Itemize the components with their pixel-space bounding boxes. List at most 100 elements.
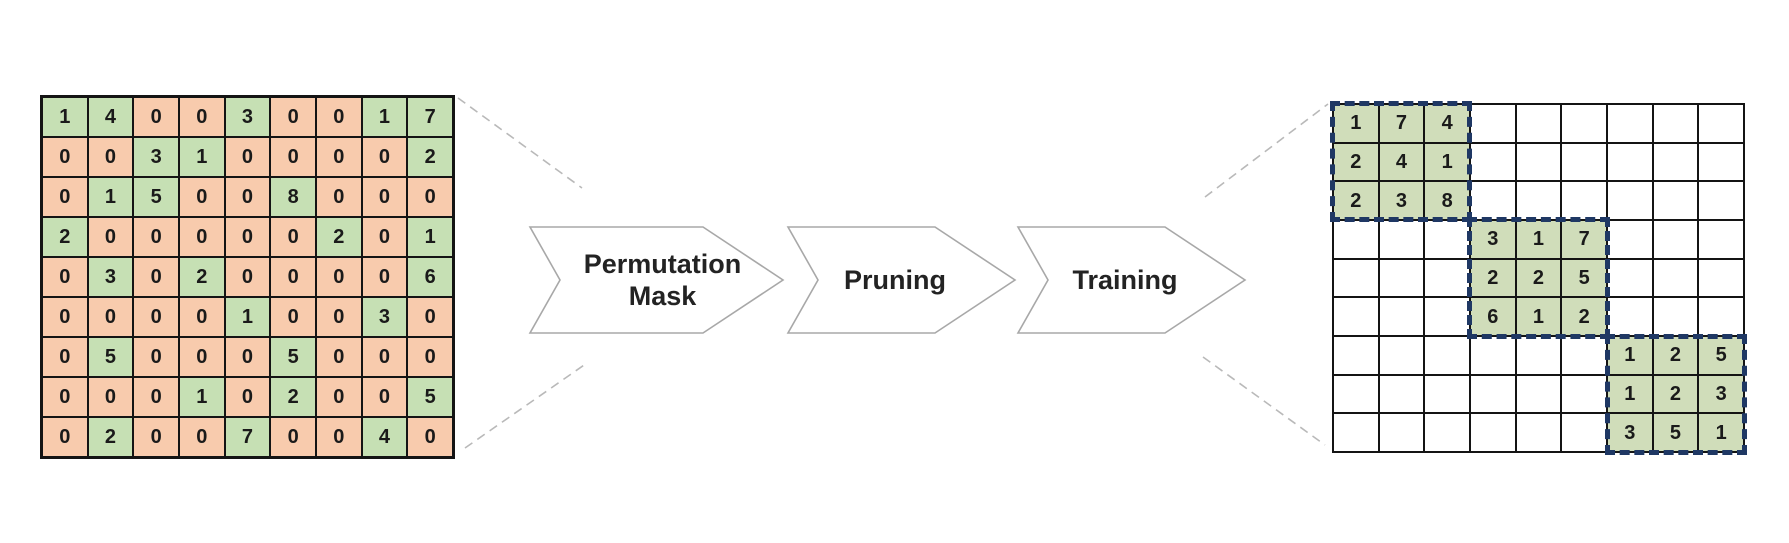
sparse-matrix-cell: 2: [1652, 374, 1699, 414]
dense-matrix-cell: 5: [407, 377, 453, 417]
sparse-matrix-cell: [1515, 336, 1562, 375]
dense-matrix-cell: 5: [270, 337, 316, 377]
dense-matrix-cell: 0: [42, 137, 88, 177]
sparse-matrix-cell: [1515, 413, 1562, 452]
dense-matrix-cell: 2: [316, 217, 362, 257]
sparse-matrix-cell: [1470, 374, 1516, 414]
dense-matrix-cell: 2: [87, 417, 134, 457]
sparse-matrix-cell: 5: [1652, 413, 1699, 452]
sparse-matrix-cell: [1698, 297, 1744, 336]
dense-matrix-cell: 0: [407, 177, 453, 217]
dense-matrix-cell: 1: [87, 177, 134, 217]
dense-matrix-cell: 2: [407, 137, 453, 177]
dense-matrix-cell: 1: [179, 377, 225, 417]
dense-matrix-cell: 0: [224, 377, 271, 417]
sparse-matrix-cell: [1515, 374, 1562, 414]
sparse-matrix-cell: [1333, 220, 1379, 259]
dense-matrix-cell: 4: [361, 417, 408, 457]
dense-matrix-cell: 0: [133, 337, 179, 377]
dense-matrix-cell: 0: [224, 217, 271, 257]
sparse-matrix-cell: 2: [1470, 258, 1516, 298]
sparse-matrix-cell: 2: [1333, 181, 1379, 220]
dense-matrix-cell: 2: [179, 257, 225, 297]
dense-matrix-cell: 0: [179, 417, 225, 457]
dense-matrix-cell: 0: [224, 337, 271, 377]
sparse-matrix-cell: [1515, 181, 1562, 220]
dense-matrix-cell: 0: [133, 297, 179, 337]
dense-matrix-cell: 3: [361, 297, 408, 337]
sparse-matrix-cell: [1333, 413, 1379, 452]
dense-matrix-cell: 1: [407, 217, 453, 257]
process-arrow-pruning: [786, 226, 1017, 334]
sparse-matrix-cell: [1698, 142, 1744, 182]
sparse-matrix-cell: 1: [1698, 413, 1744, 452]
process-arrow-permutation-mask: [528, 226, 785, 334]
dense-matrix-cell: 5: [133, 177, 179, 217]
dense-matrix-cell: 0: [133, 217, 179, 257]
dense-matrix-cell: 3: [224, 97, 271, 137]
sparse-matrix-cell: 1: [1515, 297, 1562, 336]
dense-matrix-cell: 0: [42, 257, 88, 297]
sparse-matrix-cell: [1424, 413, 1470, 452]
dense-matrix-cell: 0: [87, 217, 134, 257]
dense-matrix-cell: 5: [87, 337, 134, 377]
sparse-matrix-cell: [1698, 181, 1744, 220]
sparse-matrix-cell: 3: [1378, 181, 1425, 220]
sparse-matrix-cell: [1378, 336, 1425, 375]
dense-matrix-cell: 6: [407, 257, 453, 297]
sparse-matrix-cell: [1607, 181, 1653, 220]
dense-matrix-cell: 2: [270, 377, 316, 417]
dense-matrix-cell: 0: [179, 177, 225, 217]
dense-matrix-cell: 4: [87, 97, 134, 137]
sparse-matrix-cell: [1698, 104, 1744, 143]
sparse-matrix-cell: [1652, 220, 1699, 259]
sparse-matrix-cell: [1652, 258, 1699, 298]
dense-matrix-cell: 0: [179, 217, 225, 257]
sparse-matrix-cell: [1424, 297, 1470, 336]
sparse-matrix-cell: [1607, 220, 1653, 259]
connector-line-bottom-left: [464, 362, 588, 449]
sparse-matrix-cell: 4: [1378, 142, 1425, 182]
sparse-matrix-cell: [1607, 142, 1653, 182]
sparse-matrix-cell: [1607, 297, 1653, 336]
sparse-matrix-cell: [1378, 297, 1425, 336]
dense-matrix-cell: 0: [316, 137, 362, 177]
dense-matrix-cell: 0: [87, 137, 134, 177]
process-arrow-training: [1016, 226, 1247, 334]
dense-matrix-cell: 0: [361, 377, 408, 417]
sparse-matrix-cell: 8: [1424, 181, 1470, 220]
sparse-matrix-cell: [1561, 413, 1607, 452]
dense-matrix-cell: 0: [224, 137, 271, 177]
sparse-matrix-cell: [1470, 413, 1516, 452]
dense-matrix-cell: 0: [316, 417, 362, 457]
sparse-matrix-cell: [1333, 258, 1379, 298]
sparse-matrix-cell: 1: [1424, 142, 1470, 182]
dense-matrix-cell: 0: [179, 297, 225, 337]
sparse-matrix-cell: [1333, 297, 1379, 336]
dense-matrix-cell: 0: [361, 217, 408, 257]
sparse-matrix-cell: [1698, 258, 1744, 298]
sparse-matrix-cell: [1698, 220, 1744, 259]
sparse-matrix-cell: [1378, 413, 1425, 452]
sparse-matrix-cell: 1: [1607, 336, 1653, 375]
dense-matrix-cell: 0: [407, 337, 453, 377]
dense-matrix-cell: 0: [270, 137, 316, 177]
sparse-matrix-cell: [1470, 104, 1516, 143]
sparse-matrix-cell: [1561, 142, 1607, 182]
dense-matrix-cell: 0: [270, 257, 316, 297]
dense-matrix-cell: 0: [42, 377, 88, 417]
sparse-matrix-cell: [1561, 104, 1607, 143]
dense-matrix-cell: 0: [42, 177, 88, 217]
connector-lines: [457, 97, 1329, 449]
sparse-matrix-cell: 7: [1561, 220, 1607, 259]
sparse-matrix-cell: 5: [1698, 336, 1744, 375]
dense-matrix-cell: 0: [407, 417, 453, 457]
dense-matrix-cell: 0: [316, 377, 362, 417]
dense-matrix-cell: 0: [316, 257, 362, 297]
connector-line-top-left: [457, 97, 583, 189]
dense-matrix-cell: 0: [224, 257, 271, 297]
sparse-matrix-cell: 6: [1470, 297, 1516, 336]
